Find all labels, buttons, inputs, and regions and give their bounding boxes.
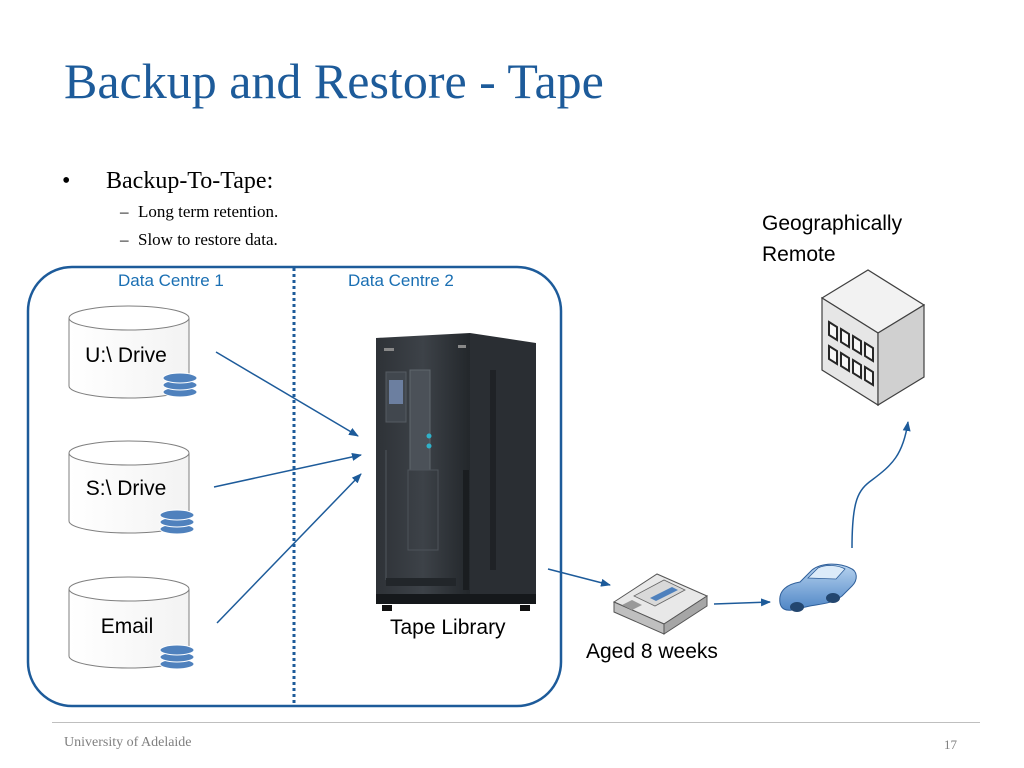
bullet-marker: • — [62, 168, 71, 194]
email-label: Email — [100, 615, 154, 638]
arrow-email-to-tape — [216, 473, 362, 624]
sub-bullet-text: Slow to restore data. — [138, 230, 278, 249]
tape-cartridge-icon — [612, 573, 709, 635]
aged-label: Aged 8 weeks — [586, 640, 718, 663]
remote-label-line1: Geographically — [762, 212, 903, 235]
arrow-s-drive-to-tape — [213, 453, 362, 488]
sub-bullet-restore: –Slow to restore data. — [120, 230, 278, 250]
arrow-cartridge-to-car — [713, 598, 771, 607]
sub-bullet-marker: – — [120, 202, 129, 221]
sub-bullet-text: Long term retention. — [138, 202, 279, 221]
database-icon — [68, 305, 190, 399]
disk-stack-icon — [162, 372, 198, 398]
sub-bullet-marker: – — [120, 230, 129, 249]
footer-divider — [52, 722, 980, 723]
remote-label-line2: Remote — [762, 243, 836, 266]
page-number: 17 — [944, 737, 957, 752]
footer-text: University of Adelaide — [64, 735, 192, 750]
s-drive-label: S:\ Drive — [85, 477, 167, 500]
slide-title: Backup and Restore - Tape — [64, 53, 604, 109]
arrow-car-to-remote — [851, 421, 911, 549]
arrow-u-drive-to-tape — [215, 351, 359, 437]
data-centre-1-label: Data Centre 1 — [118, 271, 224, 290]
bullet-text: Backup-To-Tape: — [106, 168, 274, 194]
disk-stack-icon — [159, 509, 195, 535]
car-icon — [779, 563, 857, 612]
database-icon — [68, 576, 190, 669]
tape-library-label: Tape Library — [390, 616, 506, 639]
bullet-backup-to-tape: • Backup-To-Tape: — [62, 168, 273, 195]
tape-library-icon — [376, 333, 536, 611]
arrow-tape-to-cartridge — [547, 568, 611, 587]
data-centre-2-label: Data Centre 2 — [348, 271, 454, 290]
sub-bullet-retention: –Long term retention. — [120, 202, 278, 222]
u-drive-label: U:\ Drive — [85, 344, 167, 367]
data-centre-frame — [26, 265, 563, 708]
disk-stack-icon — [159, 644, 195, 670]
building-icon — [820, 269, 926, 407]
database-icon — [68, 440, 190, 534]
